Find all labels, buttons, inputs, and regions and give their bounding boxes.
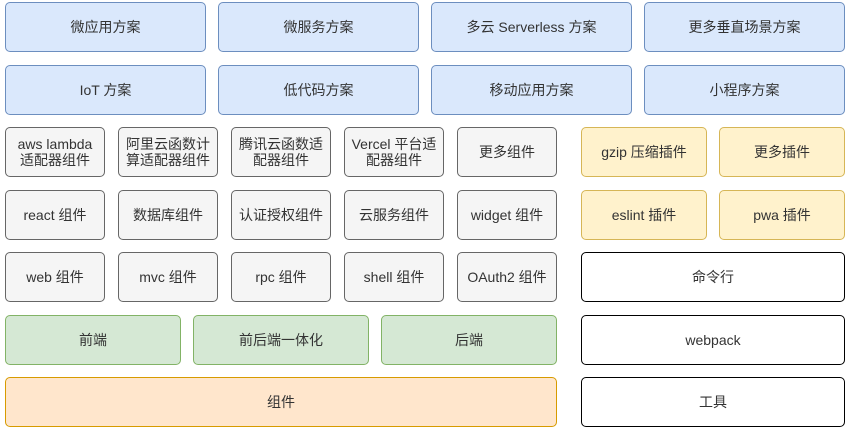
tool-cli: 命令行 (581, 252, 845, 302)
solution-micro-app: 微应用方案 (5, 2, 206, 52)
tool-webpack: webpack (581, 315, 845, 365)
component-tencent-scf: 腾讯云函数适配器组件 (231, 127, 331, 177)
layer-backend: 后端 (381, 315, 557, 365)
component-oauth2: OAuth2 组件 (457, 252, 557, 302)
solution-iot: IoT 方案 (5, 65, 206, 115)
solution-microservice: 微服务方案 (218, 2, 419, 52)
component-aws-lambda: aws lambda 适配器组件 (5, 127, 105, 177)
layer-frontend: 前端 (5, 315, 181, 365)
solution-low-code: 低代码方案 (218, 65, 419, 115)
plugin-gzip: gzip 压缩插件 (581, 127, 707, 177)
component-mvc: mvc 组件 (118, 252, 218, 302)
tool-base: 工具 (581, 377, 845, 427)
solution-mini-program: 小程序方案 (644, 65, 845, 115)
component-react: react 组件 (5, 190, 105, 240)
solution-multicloud-serverless: 多云 Serverless 方案 (431, 2, 632, 52)
component-shell: shell 组件 (344, 252, 444, 302)
component-web: web 组件 (5, 252, 105, 302)
layer-components-base: 组件 (5, 377, 557, 427)
component-cloud-service: 云服务组件 (344, 190, 444, 240)
plugin-eslint: eslint 插件 (581, 190, 707, 240)
layer-fullstack: 前后端一体化 (193, 315, 369, 365)
component-aliyun-fc: 阿里云函数计算适配器组件 (118, 127, 218, 177)
component-rpc: rpc 组件 (231, 252, 331, 302)
solution-more-vertical: 更多垂直场景方案 (644, 2, 845, 52)
component-widget: widget 组件 (457, 190, 557, 240)
plugin-more: 更多插件 (719, 127, 845, 177)
component-more: 更多组件 (457, 127, 557, 177)
component-auth: 认证授权组件 (231, 190, 331, 240)
component-vercel: Vercel 平台适配器组件 (344, 127, 444, 177)
plugin-pwa: pwa 插件 (719, 190, 845, 240)
component-database: 数据库组件 (118, 190, 218, 240)
solution-mobile-app: 移动应用方案 (431, 65, 632, 115)
